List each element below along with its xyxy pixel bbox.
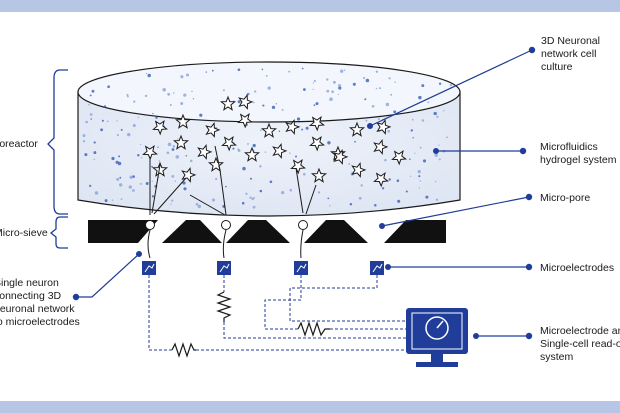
star-neuron-icon	[237, 113, 254, 129]
callout-lines	[76, 49, 533, 337]
readout-label: Microelectrode and Single-cell read-out …	[540, 325, 620, 363]
single-neuron-2	[221, 220, 231, 259]
resistor-icon	[297, 321, 330, 337]
star-neuron-icon	[174, 113, 192, 129]
resistor-icon	[216, 291, 232, 322]
microfluidics-label: Microfluidics hydrogel system	[540, 141, 617, 166]
resistor-icon	[171, 342, 196, 358]
microelectrode-4	[370, 261, 384, 275]
single-neuron-label: Single neuron connecting 3D neuronal net…	[0, 277, 80, 328]
star-neuron-icon	[309, 116, 326, 132]
star-neuron-icon	[310, 167, 328, 183]
bottom-band	[0, 401, 620, 413]
star-neuron-icon	[151, 161, 169, 177]
star-neuron-icon	[333, 148, 349, 165]
star-neuron-icon	[207, 156, 225, 172]
star-neuron-icon	[197, 143, 213, 160]
micro-sieve	[88, 220, 446, 243]
star-neuron-icon	[285, 118, 301, 135]
monitor-gauge-icon	[406, 308, 468, 367]
star-neuron-icon	[376, 118, 392, 135]
star-neuron-icon	[373, 172, 390, 188]
hydrogel-cylinder	[77, 61, 461, 217]
star-neuron-icon	[243, 146, 261, 162]
microelectrode-1	[142, 261, 156, 275]
culture-label: 3D Neuronal network cell culture	[541, 35, 603, 73]
neuron-projections	[149, 145, 317, 216]
star-neuron-icon	[348, 121, 366, 137]
star-neuron-icon	[219, 95, 237, 111]
microelectrode-2	[217, 261, 231, 275]
star-neuron-icon	[205, 121, 221, 138]
star-neuron-icon	[309, 136, 326, 152]
single-neuron-1	[145, 220, 155, 259]
micropore-label: Micro-pore	[540, 192, 590, 204]
star-neuron-icon	[221, 136, 238, 152]
neuron-network	[142, 93, 408, 188]
bioreactor-bracket	[47, 69, 68, 215]
top-band	[0, 0, 620, 12]
wiring	[148, 275, 408, 351]
microsieve-bracket	[49, 216, 68, 249]
single-neuron-3	[298, 220, 308, 259]
bioreactor-label: Bioreactor	[0, 138, 38, 150]
microelectrodes-label: Microelectrodes	[540, 262, 614, 274]
callout-dots	[72, 46, 536, 340]
microsieve-label: Micro-sieve	[0, 227, 48, 239]
star-neuron-icon	[351, 161, 367, 178]
star-neuron-icon	[373, 138, 389, 155]
star-neuron-icon	[152, 120, 169, 136]
star-neuron-icon	[260, 122, 278, 138]
microelectrode-3	[294, 261, 308, 275]
star-neuron-icon	[172, 134, 190, 150]
star-neuron-icon	[391, 150, 408, 166]
star-neuron-icon	[142, 145, 159, 161]
star-neuron-icon	[272, 142, 288, 159]
star-neuron-icon	[238, 93, 254, 110]
